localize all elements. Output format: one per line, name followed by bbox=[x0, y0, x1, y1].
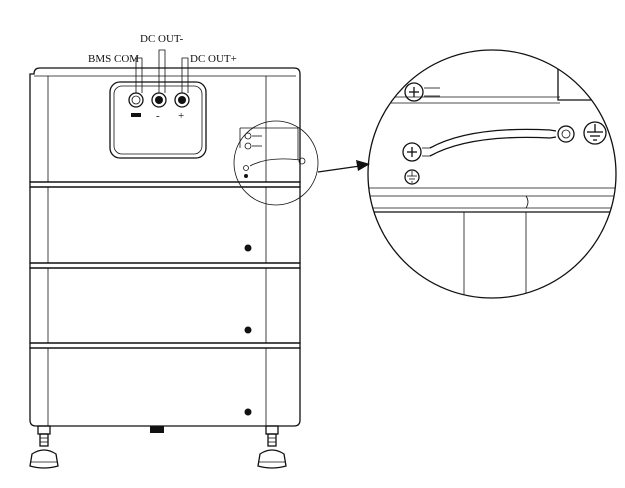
top-cap bbox=[29, 67, 301, 183]
module-2-indicator bbox=[244, 326, 252, 334]
port-mark-plus: + bbox=[178, 110, 184, 122]
ground-screw-icon-2 bbox=[402, 128, 557, 162]
detail-callout-small bbox=[233, 120, 319, 206]
ground-bracket bbox=[239, 127, 306, 178]
ground-symbol-icon-2 bbox=[404, 169, 420, 185]
arrow-icon bbox=[317, 160, 370, 173]
battery-module-2 bbox=[29, 267, 301, 344]
ground-screw-icon bbox=[404, 82, 440, 102]
foot-left bbox=[29, 425, 59, 469]
ring-terminal-icon bbox=[557, 125, 575, 143]
foot-right bbox=[257, 425, 287, 469]
label-dc-out-plus: DC OUT+ bbox=[190, 53, 237, 65]
ground-symbol-icon bbox=[583, 121, 607, 145]
label-bms-com: BMS COM bbox=[88, 53, 139, 65]
module-1-indicator bbox=[244, 244, 252, 252]
port-mark-minus: - bbox=[156, 110, 160, 122]
dc-out-minus-port bbox=[151, 92, 167, 108]
battery-module-3 bbox=[29, 347, 301, 427]
bottom-latch bbox=[150, 426, 164, 433]
dc-out-plus-port bbox=[174, 92, 190, 108]
port-panel bbox=[109, 81, 207, 159]
label-dc-out-minus: DC OUT- bbox=[140, 33, 184, 45]
battery-stack: - + BMS COM DC OUT- DC OUT+ bbox=[29, 33, 319, 469]
detail-callout-large bbox=[367, 49, 617, 299]
bms-com-port bbox=[128, 92, 144, 117]
module-3-indicator bbox=[244, 408, 252, 416]
battery-module-1 bbox=[29, 186, 301, 264]
